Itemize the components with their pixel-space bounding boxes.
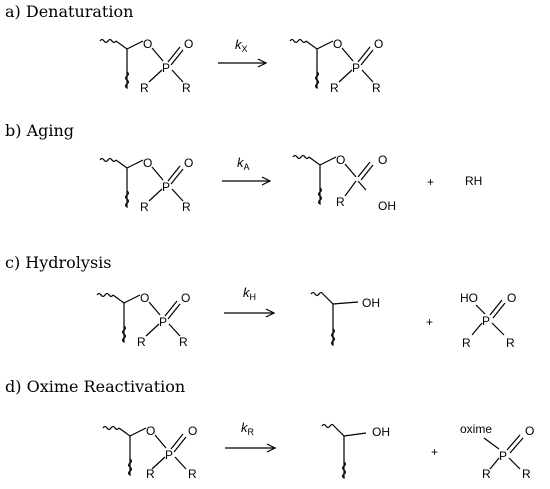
r-group: R bbox=[482, 467, 491, 481]
section-oxime-reactivation: d) Oxime Reactivation O P O R R kR OH + bbox=[5, 377, 534, 481]
r-group: R bbox=[179, 335, 188, 349]
section-title: a) Denaturation bbox=[5, 2, 133, 21]
oxime-phosphonyl-product: oxime P O R R bbox=[460, 422, 534, 481]
r-group: R bbox=[522, 467, 531, 481]
ester-oxygen: O bbox=[143, 37, 152, 51]
rate-constant: kX bbox=[235, 37, 248, 54]
phosphorus: P bbox=[499, 449, 507, 463]
ester-oxygen: O bbox=[146, 424, 155, 438]
product-enzyme-phosphonyl: O P O R R bbox=[289, 37, 383, 95]
rate-constant: kR bbox=[241, 420, 255, 437]
reactant-enzyme-phosphonyl: O P O R R bbox=[99, 37, 193, 95]
r-group: R bbox=[146, 467, 155, 481]
r-group: R bbox=[336, 195, 345, 209]
reaction-arrow: kX bbox=[218, 37, 268, 68]
double-bond-oxygen: O bbox=[184, 156, 193, 170]
aged-enzyme-product: O O R OH bbox=[292, 153, 396, 213]
reaction-arrow: kR bbox=[225, 420, 277, 453]
hydroxyl-group: OH bbox=[372, 425, 390, 439]
r-group: R bbox=[182, 81, 191, 95]
phosphorus: P bbox=[165, 448, 173, 462]
r-group: R bbox=[140, 200, 149, 214]
phosphorus: P bbox=[352, 61, 360, 75]
reactant-enzyme-phosphonyl: O P O R R bbox=[99, 156, 193, 214]
plus-sign: + bbox=[426, 315, 433, 329]
reactant-enzyme-phosphonyl: O P O R R bbox=[102, 424, 197, 481]
r-group: R bbox=[140, 81, 149, 95]
reaction-arrow: kA bbox=[222, 155, 272, 186]
ester-oxygen: O bbox=[336, 153, 345, 167]
free-enzyme-product: OH bbox=[321, 423, 390, 480]
r-group: R bbox=[137, 335, 146, 349]
rate-constant: kA bbox=[237, 155, 250, 172]
section-hydrolysis: c) Hydrolysis O P O R R kH OH + bbox=[5, 253, 516, 350]
double-bond-oxygen: O bbox=[525, 424, 534, 438]
hydroxyl-group: OH bbox=[362, 296, 380, 310]
double-bond-oxygen: O bbox=[184, 37, 193, 51]
section-title: b) Aging bbox=[5, 121, 74, 140]
side-product-rh: RH bbox=[465, 174, 482, 188]
r-group: R bbox=[462, 336, 471, 350]
reaction-arrow: kH bbox=[224, 285, 276, 318]
phosphorus: P bbox=[159, 315, 167, 329]
double-bond-oxygen: O bbox=[181, 291, 190, 305]
ester-oxygen: O bbox=[140, 291, 149, 305]
oxime-group: oxime bbox=[460, 422, 492, 436]
phosphorus: P bbox=[162, 180, 170, 194]
double-bond-oxygen: O bbox=[188, 424, 197, 438]
r-group: R bbox=[188, 467, 197, 481]
r-group: R bbox=[182, 200, 191, 214]
hydroxyl-group: HO bbox=[460, 291, 478, 305]
rate-constant: kH bbox=[243, 285, 256, 302]
plus-sign: + bbox=[431, 445, 438, 459]
phosphorus: P bbox=[162, 61, 170, 75]
free-enzyme-product: OH bbox=[310, 291, 380, 347]
r-group: R bbox=[506, 336, 515, 350]
enzyme-wavy-bond bbox=[99, 38, 130, 90]
section-title: d) Oxime Reactivation bbox=[5, 377, 185, 396]
r-group: R bbox=[330, 81, 339, 95]
phosphorus: P bbox=[482, 314, 490, 328]
reactant-enzyme-phosphonyl: O P O R R bbox=[96, 291, 190, 349]
double-bond-oxygen: O bbox=[378, 153, 387, 167]
ester-oxygen: O bbox=[333, 37, 342, 51]
plus-sign: + bbox=[427, 175, 434, 189]
section-aging: b) Aging O P O R R kA O O bbox=[5, 121, 482, 214]
section-title: c) Hydrolysis bbox=[5, 253, 112, 272]
hydroxyl-group: OH bbox=[378, 199, 396, 213]
phosphonic-acid-product: HO P O R R bbox=[460, 291, 516, 350]
section-denaturation: a) Denaturation O P O R R kX O bbox=[5, 2, 383, 95]
double-bond-oxygen: O bbox=[507, 291, 516, 305]
r-group: R bbox=[372, 81, 381, 95]
ester-oxygen: O bbox=[143, 156, 152, 170]
double-bond-oxygen: O bbox=[374, 37, 383, 51]
